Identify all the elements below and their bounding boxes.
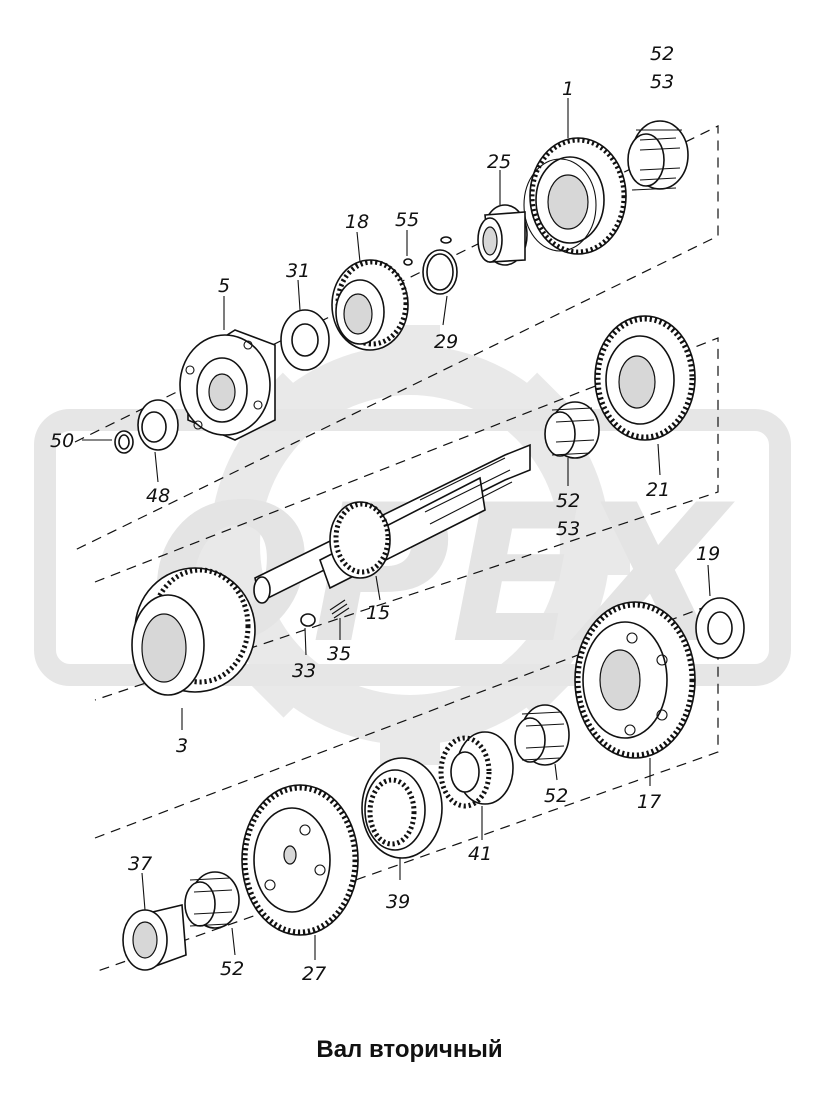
gear-18: [331, 259, 409, 351]
part-number-label: 52: [650, 43, 674, 65]
part-number-label: 25: [487, 151, 511, 173]
washer-31: [280, 309, 330, 371]
hub-5: [179, 329, 276, 441]
part-number-label: 1: [562, 78, 574, 100]
needle-bearing-middle: [544, 401, 600, 459]
snap-ring-50: [114, 430, 134, 454]
gear-21: [594, 315, 696, 441]
bushing-37: [122, 904, 187, 971]
bearing-48: [137, 399, 179, 451]
part-number-label: 35: [327, 643, 351, 665]
ball-33: [300, 613, 316, 627]
watermark-frame: [34, 409, 791, 686]
gear-41: [438, 731, 514, 809]
synchronizer-3: [131, 567, 256, 696]
part-number-label: 33: [292, 660, 316, 682]
part-number-label: 52: [544, 785, 568, 807]
part-number-label: 52: [556, 490, 580, 512]
leader-lines: [82, 98, 711, 960]
part-number-label: 19: [696, 543, 720, 565]
part-number-label: 21: [646, 479, 670, 501]
ring-29: [422, 236, 458, 295]
needle-bearing-top: [627, 120, 689, 191]
part-number-label: 53: [556, 518, 580, 540]
spring-35: [329, 599, 350, 619]
part-number-label: 52: [220, 958, 244, 980]
part-number-label: 48: [146, 485, 170, 507]
part-number-label: 55: [395, 209, 419, 231]
part-number-label: 37: [128, 853, 152, 875]
part-number-label: 5: [218, 275, 230, 297]
part-number-label: 53: [650, 71, 674, 93]
bushing-25: [477, 204, 528, 266]
part-number-label: 3: [176, 735, 188, 757]
washer-19: [695, 597, 745, 659]
part-number-label: 17: [637, 791, 661, 813]
shaft-15: [253, 443, 531, 604]
gear-27: [241, 784, 359, 936]
part-number-label: 27: [302, 963, 326, 985]
part-number-label: 50: [50, 430, 74, 452]
diagram-title: Вал вторичный: [316, 1036, 503, 1063]
ring-39: [361, 757, 443, 859]
gear-17: [574, 601, 696, 759]
part-labels: 1 52 53 25 18 55 31 5 29 50 48 21 52 53 …: [50, 43, 720, 985]
needle-bearing-lower: [514, 704, 570, 766]
part-number-label: 29: [434, 331, 458, 353]
part-number-label: 18: [345, 211, 369, 233]
gear-1: [523, 137, 627, 255]
pin-55: [403, 258, 413, 266]
part-number-label: 15: [366, 602, 390, 624]
needle-bearing-bottom: [184, 871, 240, 929]
part-number-label: 39: [386, 891, 410, 913]
part-number-label: 41: [468, 843, 492, 865]
part-number-label: 31: [286, 260, 310, 282]
